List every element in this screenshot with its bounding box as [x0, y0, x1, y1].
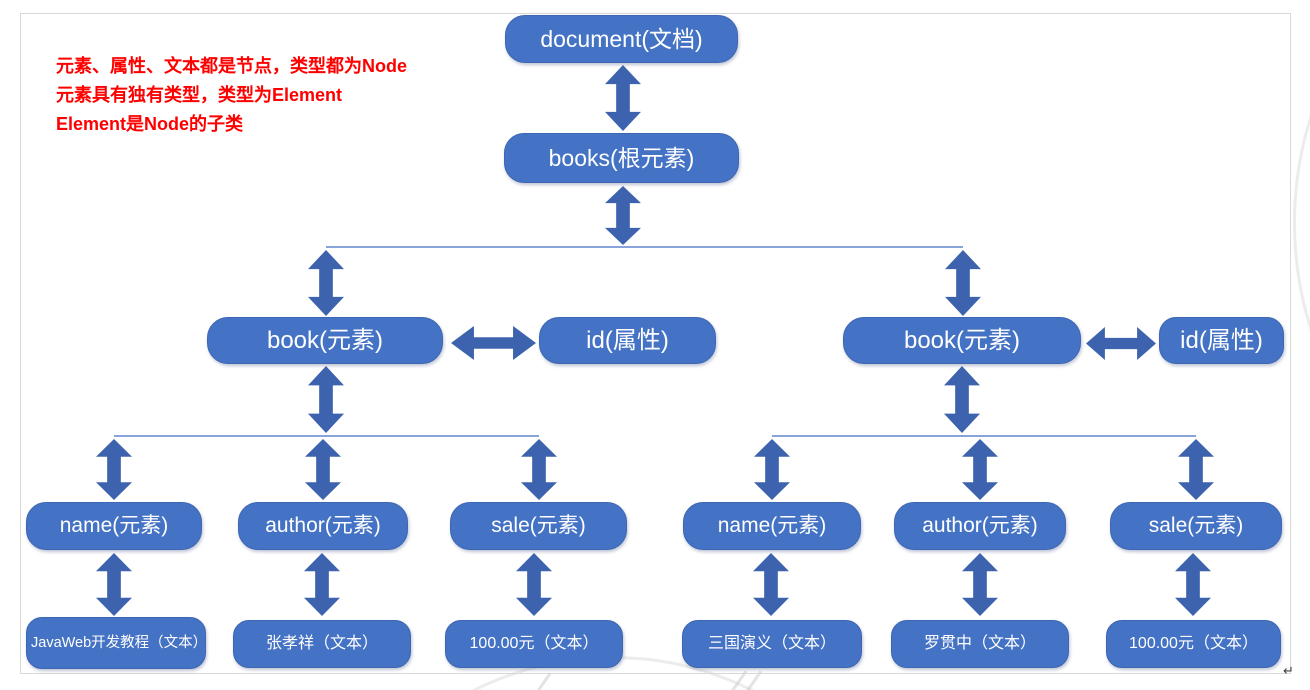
annotation-line-1: 元素、属性、文本都是节点，类型都为Node — [56, 56, 407, 76]
node-document: document(文档) — [505, 15, 738, 63]
node-book-right: book(元素) — [843, 317, 1081, 364]
leaf-name-text-left: JavaWeb开发教程（文本） — [26, 617, 207, 669]
paragraph-mark: ↵ — [1283, 663, 1294, 678]
connector-line-left-book-children — [114, 435, 539, 437]
node-author-right: author(元素) — [894, 502, 1066, 550]
node-name-left: name(元素) — [26, 502, 202, 550]
node-books-root: books(根元素) — [504, 133, 739, 183]
annotation-line-3: Element是Node的子类 — [56, 114, 244, 134]
annotation-line-2: 元素具有独有类型，类型为Element — [56, 85, 343, 105]
node-name-right: name(元素) — [683, 502, 861, 550]
leaf-sale-text-right: 100.00元（文本） — [1106, 620, 1281, 668]
leaf-author-text-left: 张孝祥（文本） — [233, 620, 411, 668]
node-book-left: book(元素) — [207, 317, 443, 364]
annotation-note: 元素、属性、文本都是节点，类型都为Node 元素具有独有类型，类型为Elemen… — [56, 52, 407, 139]
node-sale-left: sale(元素) — [450, 502, 627, 550]
connector-line-right-book-children — [772, 435, 1196, 437]
node-sale-right: sale(元素) — [1110, 502, 1282, 550]
watermark-arc-right — [1293, 0, 1310, 576]
slide-border — [20, 13, 1291, 674]
leaf-author-text-right: 罗贯中（文本） — [891, 620, 1069, 668]
leaf-sale-text-left: 100.00元（文本） — [445, 620, 623, 668]
node-id-attr-right: id(属性) — [1159, 317, 1284, 364]
node-author-left: author(元素) — [238, 502, 408, 550]
node-id-attr-left: id(属性) — [539, 317, 716, 364]
connector-line-books-children — [326, 246, 963, 248]
leaf-name-text-right: 三国演义（文本） — [682, 620, 862, 668]
